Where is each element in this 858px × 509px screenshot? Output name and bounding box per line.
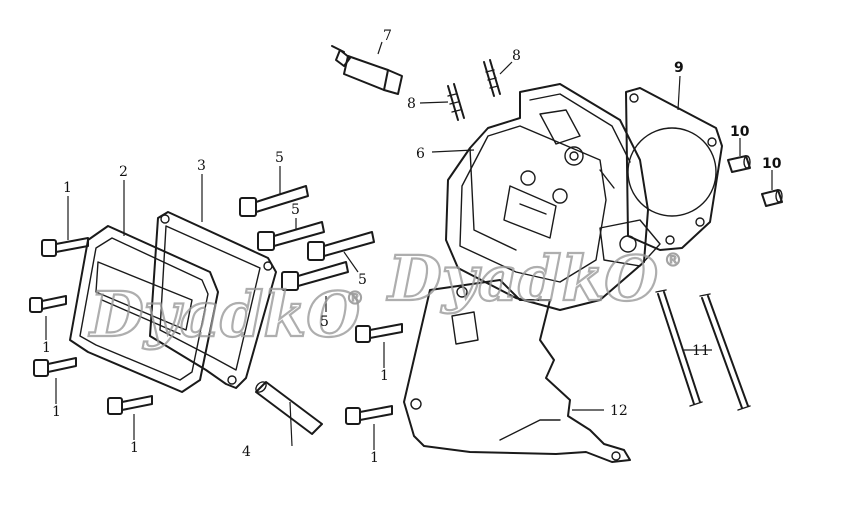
callout-bolt-1f: 1 — [370, 450, 379, 466]
long-bolt-5a — [239, 185, 309, 217]
bolt-1f — [345, 405, 393, 425]
bolt-1d — [107, 395, 153, 415]
stud-8a — [447, 83, 465, 121]
callout-stud-8b: 8 — [512, 48, 521, 64]
long-bolt-5c — [307, 231, 375, 261]
watermark-reg-right: ® — [664, 250, 682, 271]
callout-long-bolt-5a: 5 — [275, 150, 284, 166]
callout-dowel-10b: 10 — [762, 156, 782, 172]
long-stud-11b — [699, 293, 751, 411]
valve-cover — [69, 225, 219, 393]
spark-plug — [331, 45, 403, 95]
cylinder-head — [445, 83, 661, 311]
dowel-pin-10a — [727, 155, 751, 173]
callout-bolt-1d: 1 — [130, 440, 139, 456]
long-bolt-5d — [281, 261, 349, 291]
long-bolt-5b — [257, 221, 325, 251]
callout-long-bolt-5c: 5 — [358, 272, 367, 288]
bolt-1a — [41, 237, 89, 257]
callout-bolt-1a: 1 — [63, 180, 72, 196]
callout-bolt-1e: 1 — [380, 368, 389, 384]
callout-cylinder-head-6: 6 — [416, 146, 425, 162]
callout-long-bolt-5b: 5 — [291, 202, 300, 218]
breather-tube — [255, 381, 323, 435]
watermark-text-right: DyadkO — [386, 242, 658, 315]
callout-valve-cover-2: 2 — [119, 164, 128, 180]
callout-shroud-12: 12 — [610, 403, 628, 419]
callout-spark-plug-7: 7 — [383, 28, 392, 44]
head-gasket — [625, 87, 723, 251]
cover-gasket — [149, 211, 277, 389]
callout-dowel-10a: 10 — [730, 124, 750, 140]
callout-bolt-1b: 1 — [42, 340, 51, 356]
callout-long-stud-11: 11 — [692, 343, 710, 359]
watermark: DyadkO ® DyadkO ® — [87, 241, 683, 352]
watermark-reg-left: ® — [346, 288, 364, 309]
watermark-text-left: DyadkO — [88, 278, 360, 351]
leader-lines — [45, 41, 773, 450]
bolt-1c — [33, 357, 77, 377]
dowel-pin-10b — [761, 189, 783, 207]
callout-stud-8a: 8 — [407, 96, 416, 112]
stud-8b — [483, 59, 501, 97]
callout-long-bolt-5d: 5 — [320, 314, 329, 330]
callout-head-gasket-9: 9 — [674, 60, 684, 76]
long-stud-11a — [655, 289, 703, 407]
callout-numbers: 1 1 1 1 1 1 2 3 4 5 5 5 5 6 7 8 8 9 10 1… — [42, 28, 782, 466]
callout-bolt-1c: 1 — [52, 404, 61, 420]
bolt-1b — [29, 295, 67, 313]
callout-gasket-3: 3 — [197, 158, 206, 174]
callout-tube-4: 4 — [242, 444, 251, 460]
head-shroud — [403, 279, 631, 463]
bolt-1e — [355, 323, 403, 343]
